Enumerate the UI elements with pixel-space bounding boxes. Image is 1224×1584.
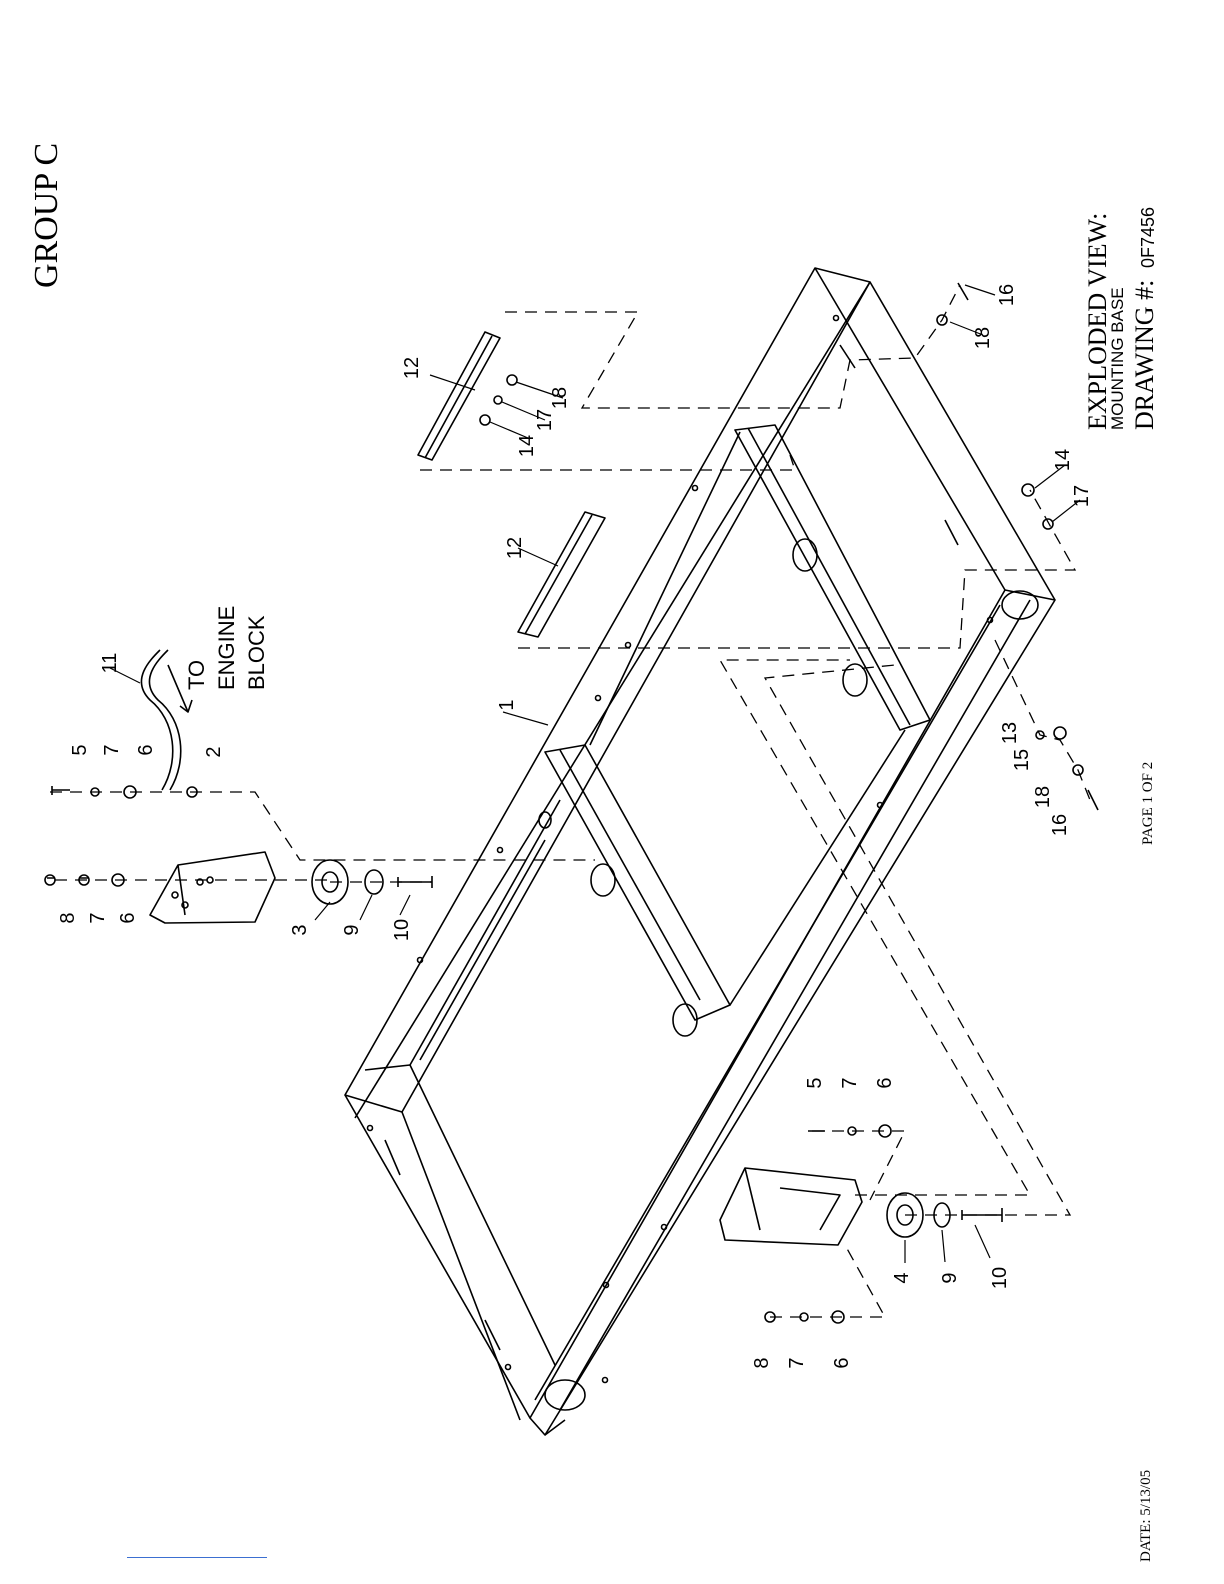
callout-9: 9 — [940, 1272, 960, 1283]
assembly-leader-lines — [50, 285, 1090, 1317]
callout-2: 2 — [204, 746, 224, 757]
callout-5: 5 — [70, 744, 90, 755]
page-bottom-rule — [127, 1557, 267, 1558]
callout-1: 1 — [497, 699, 517, 710]
callout-17: 17 — [1072, 485, 1092, 507]
callout-10: 10 — [392, 919, 412, 941]
callout-16: 16 — [1050, 814, 1070, 836]
callout-8: 8 — [58, 912, 78, 923]
group-heading: GROUP C — [28, 143, 66, 288]
callout-3: 3 — [290, 924, 310, 935]
callout-leaders — [110, 285, 1080, 1263]
note-line-3: BLOCK — [244, 615, 270, 690]
date-label: DATE: 5/13/05 — [1138, 1470, 1155, 1562]
upper-mount-assembly — [45, 786, 432, 923]
callout-6: 6 — [118, 912, 138, 923]
title-drawing-label: DRAWING #: — [1130, 280, 1160, 430]
callout-15: 15 — [1012, 749, 1032, 771]
callout-9: 9 — [342, 924, 362, 935]
callout-18: 18 — [550, 387, 570, 409]
lower-mount-assembly — [720, 1125, 1002, 1323]
callout-7: 7 — [787, 1357, 807, 1368]
callout-12: 12 — [402, 357, 422, 379]
callout-4: 4 — [892, 1272, 912, 1283]
callout-7: 7 — [840, 1077, 860, 1088]
note-line-1: TO — [184, 660, 210, 690]
callout-18: 18 — [1033, 786, 1053, 808]
callout-7: 7 — [88, 912, 108, 923]
callout-10: 10 — [990, 1267, 1010, 1289]
title-drawing-number: 0F7456 — [1138, 207, 1159, 268]
page-indicator: PAGE 1 OF 2 — [1140, 762, 1157, 845]
callout-17: 17 — [535, 409, 555, 431]
callout-6: 6 — [136, 744, 156, 755]
callout-14: 14 — [517, 435, 537, 457]
base-frame — [345, 268, 1055, 1435]
callout-11: 11 — [100, 653, 120, 674]
callout-6: 6 — [832, 1357, 852, 1368]
callout-6: 6 — [875, 1077, 895, 1088]
note-line-2: ENGINE — [214, 606, 240, 690]
callout-8: 8 — [752, 1357, 772, 1368]
callout-18: 18 — [973, 327, 993, 349]
title-subject: MOUNTING BASE — [1108, 287, 1128, 430]
callout-5: 5 — [805, 1077, 825, 1088]
callout-12: 12 — [505, 537, 525, 559]
callout-14: 14 — [1053, 449, 1073, 471]
callout-13: 13 — [1000, 722, 1020, 744]
callout-7: 7 — [102, 744, 122, 755]
callout-16: 16 — [997, 284, 1017, 306]
